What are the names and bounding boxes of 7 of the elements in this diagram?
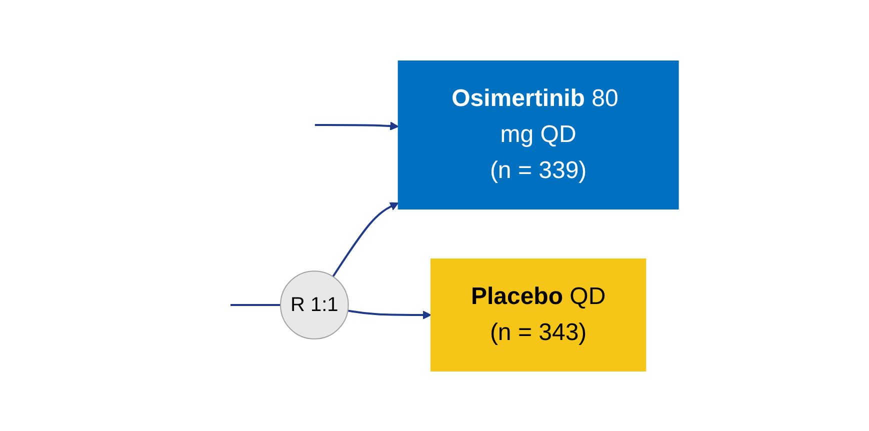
arrow: [332, 202, 400, 277]
node-box: Placebo QD (n = 343): [430, 258, 647, 371]
connector: [230, 304, 281, 306]
node-circle: R 1:1: [280, 270, 350, 339]
arrow: [348, 309, 432, 319]
arrow: [315, 121, 400, 130]
node-box: Osimertinib 80 mg QD (n = 339): [398, 60, 680, 209]
